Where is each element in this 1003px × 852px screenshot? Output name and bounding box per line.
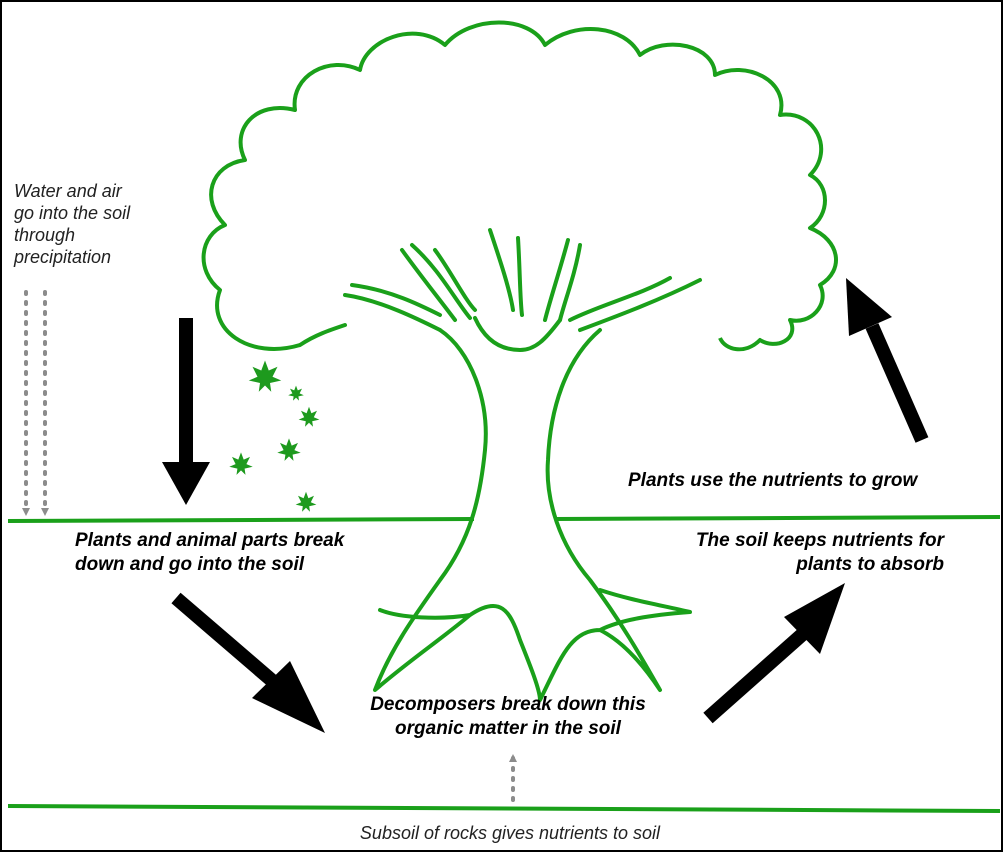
diagonal-down-arrow-icon: [171, 592, 325, 733]
tree-branches: [343, 228, 702, 332]
decomposers-label: Decomposers break down this organic matt…: [370, 694, 646, 739]
subsoil-line: [7, 804, 1001, 813]
soil-keeps-nutrients-label: The soil keeps nutrients for plants to a…: [695, 530, 944, 575]
plants-use-nutrients-label: Plants use the nutrients to grow: [628, 470, 918, 491]
maple-leaf-icon: [277, 438, 301, 461]
maple-leaf-icon: [248, 360, 282, 392]
falling-leaves: [229, 360, 320, 512]
tree-crown: [201, 20, 838, 352]
subsoil-label: Subsoil of rocks gives nutrients to soil: [359, 823, 661, 843]
tree-crown-base: [298, 323, 347, 347]
soil-surface-line-right: [554, 515, 1001, 521]
maple-leaf-icon: [295, 491, 317, 512]
water-air-label: Water and air go into the soil through p…: [14, 181, 131, 267]
up-arrow-icon: [846, 278, 929, 443]
plants-animal-parts-label: Plants and animal parts break down and g…: [75, 530, 345, 575]
diagonal-up-arrow-icon: [703, 583, 845, 724]
maple-leaf-icon: [229, 452, 253, 475]
down-arrow-icon: [162, 318, 210, 505]
maple-leaf-icon: [288, 385, 304, 401]
maple-leaf-icon: [298, 406, 320, 427]
soil-surface-line-left: [7, 517, 475, 523]
tree-trunk: [373, 316, 692, 702]
